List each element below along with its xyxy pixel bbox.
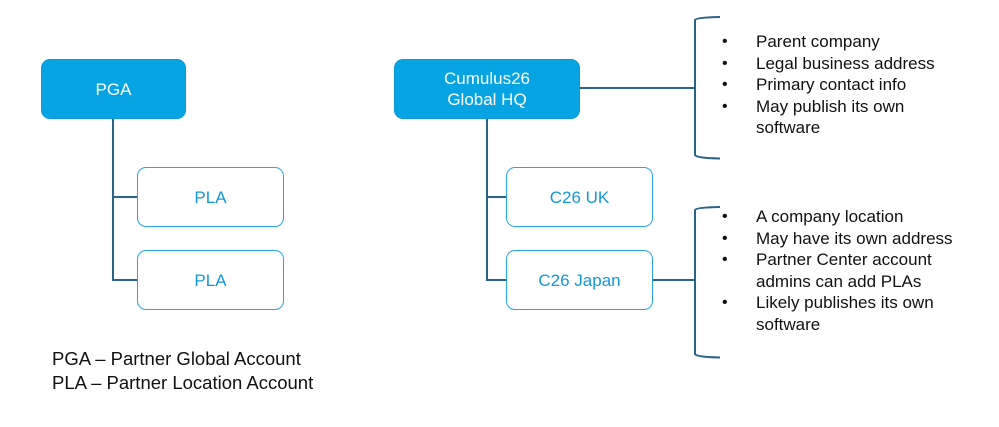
pga-branch-connector-2 [112, 279, 138, 281]
pla-node-2: PLA [137, 250, 284, 310]
pla-node-1-label: PLA [194, 187, 227, 207]
cumulus-hq-label-line2: Global HQ [447, 90, 527, 109]
japan-to-notes-connector [653, 279, 694, 281]
abbreviation-legend: PGA – Partner Global Account PLA – Partn… [52, 347, 313, 395]
location-note-item: May have its own address [722, 228, 992, 250]
parent-notes-list: Parent company Legal business address Pr… [722, 31, 992, 139]
cumulus-trunk-connector [486, 119, 488, 281]
cumulus-branch-connector-1 [486, 196, 507, 198]
location-notes-bracket [694, 206, 721, 359]
location-note-item: Likely publishes its own software [722, 292, 992, 335]
pga-trunk-connector [112, 119, 114, 281]
cumulus-branch-connector-2 [486, 279, 507, 281]
pga-node: PGA [41, 59, 186, 119]
parent-note-item: Primary contact info [722, 74, 992, 96]
cumulus-hq-label-line1: Cumulus26 [444, 69, 530, 88]
pla-node-1: PLA [137, 167, 284, 227]
pla-node-2-label: PLA [194, 270, 227, 290]
hq-to-notes-connector [580, 87, 694, 89]
location-note-item: A company location [722, 206, 992, 228]
legend-line-pga: PGA – Partner Global Account [52, 348, 301, 369]
parent-notes-bracket [694, 16, 721, 160]
legend-line-pla: PLA – Partner Location Account [52, 372, 314, 393]
location-notes-list: A company location May have its own addr… [722, 206, 992, 335]
c26-japan-label: C26 Japan [538, 270, 621, 290]
location-note-item: Partner Center account admins can add PL… [722, 249, 988, 292]
pga-branch-connector-1 [112, 196, 138, 198]
parent-note-item: Parent company [722, 31, 992, 53]
cumulus-hq-node: Cumulus26 Global HQ [394, 59, 580, 119]
parent-note-item: Legal business address [722, 53, 992, 75]
c26-japan-node: C26 Japan [506, 250, 653, 310]
c26-uk-node: C26 UK [506, 167, 653, 227]
c26-uk-label: C26 UK [549, 187, 610, 207]
parent-note-item: May publish its own software [722, 96, 956, 139]
pga-node-label: PGA [95, 79, 132, 99]
